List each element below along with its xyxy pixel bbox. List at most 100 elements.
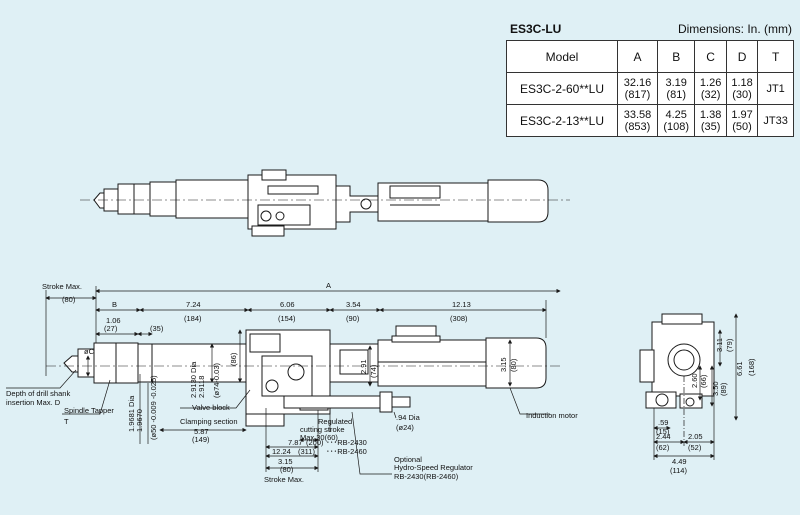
units-caption: Dimensions: In. (mm) bbox=[677, 22, 792, 36]
cell-t: JT33 bbox=[757, 104, 794, 137]
cell-b: 4.25(108) bbox=[656, 104, 696, 137]
dim-86-mm: (86) bbox=[229, 352, 238, 366]
dim-184-mm: (184) bbox=[184, 314, 202, 323]
cell-a: 33.58(853) bbox=[617, 104, 658, 137]
dim-200-mm: (200) bbox=[306, 438, 324, 447]
end-view-labels: 3.11 (79) 6.61 (168) 2.60 (66) 3.50 (89)… bbox=[656, 338, 756, 475]
dim-74-mm: (74) bbox=[369, 364, 378, 378]
table-header-row: Model A B C D T bbox=[506, 40, 794, 73]
cell-a: 32.16(817) bbox=[617, 72, 658, 105]
dim-2913-dia: 2.9130 Dia bbox=[189, 361, 198, 398]
dim-661: 6.61 bbox=[735, 361, 744, 376]
tag-rb2430: ･･･RB-2430 bbox=[326, 438, 367, 447]
cell-model: ES3C-2-60**LU bbox=[506, 72, 618, 105]
dim-phi50: (ø50 -0.009 -0.025) bbox=[149, 375, 158, 440]
dim-587: 5.87 bbox=[194, 427, 209, 436]
dim-52-mm: (52) bbox=[688, 443, 702, 452]
dim-1224: 12.24 bbox=[272, 447, 291, 456]
dim-89-mm: (89) bbox=[719, 382, 728, 396]
dim-80-mm: (80) bbox=[509, 358, 518, 372]
label-depth-max: insertion Max. D bbox=[6, 398, 61, 407]
col-header-t: T bbox=[757, 40, 794, 73]
col-header-d: D bbox=[725, 40, 759, 73]
table-row: ES3C-2-13**LU 33.58(853) 4.25(108) 1.38(… bbox=[506, 104, 794, 137]
dim-149-mm: (149) bbox=[192, 435, 210, 444]
dim-311: 3.11 bbox=[715, 338, 724, 352]
dim-350: 3.50 bbox=[711, 381, 720, 396]
label-valve-block: Valve block bbox=[192, 403, 230, 412]
end-view-unit bbox=[639, 313, 715, 409]
dim-311-mm: (311) bbox=[298, 447, 315, 456]
dim-449: 4.49 bbox=[672, 457, 687, 466]
dim-787: 7.87 bbox=[288, 438, 303, 447]
dim-114-mm: (114) bbox=[670, 466, 687, 475]
tag-rb2460: ･･･RB-2460 bbox=[326, 447, 367, 456]
cell-model: ES3C-2-13**LU bbox=[506, 104, 618, 137]
label-cutting-max: Max.30(60) bbox=[300, 433, 338, 442]
cell-d: 1.18(30) bbox=[725, 72, 759, 105]
dim-phi74: (ø74-0.03) bbox=[212, 362, 221, 398]
label-depth-drill: Depth of drill shank bbox=[6, 389, 70, 398]
model-code-title: ES3C-LU bbox=[510, 22, 562, 36]
dim-15-mm: (15) bbox=[656, 427, 670, 436]
side-view-unit bbox=[63, 325, 547, 427]
dim-b: B bbox=[112, 300, 117, 309]
dim-24-mm: (ø24) bbox=[396, 423, 414, 432]
top-view-unit bbox=[93, 169, 549, 237]
label-regulated: Regulated bbox=[318, 417, 352, 426]
label-induction-motor: Induction motor bbox=[526, 411, 578, 420]
cell-b: 3.19(81) bbox=[656, 72, 696, 105]
label-clamping-section: Clamping section bbox=[180, 417, 238, 426]
dim-59: .59 bbox=[658, 418, 668, 427]
dim-80-mm-bottom: (80) bbox=[280, 465, 294, 474]
dim-244: 2.44 bbox=[656, 432, 671, 441]
label-optional: Optional bbox=[394, 455, 422, 464]
dim-724: 7.24 bbox=[186, 300, 201, 309]
dimensions-table: Model A B C D T ES3C-2-60**LU 32.16(817)… bbox=[506, 40, 794, 137]
label-stroke-max-bottom: Stroke Max. bbox=[264, 475, 304, 484]
cell-d: 1.97(50) bbox=[725, 104, 759, 137]
dim-a: A bbox=[326, 281, 331, 290]
label-hydro-regulator: Hydro-Speed Regulator bbox=[394, 463, 473, 472]
dim-291: 2.91 bbox=[359, 359, 368, 374]
dim-35-mm: (35) bbox=[150, 324, 164, 333]
end-view-dimension-lines bbox=[653, 313, 739, 460]
dim-stroke-max-mm: (80) bbox=[62, 295, 76, 304]
dim-1967: 1.9670 bbox=[135, 409, 144, 432]
dim-606: 6.06 bbox=[280, 300, 295, 309]
label-spindle-tapper: Spindle Tapper bbox=[64, 406, 114, 415]
dim-62-mm: (62) bbox=[656, 443, 670, 452]
side-view-labels: Stroke Max. (80) A B 7.24 (184) 6.06 (15… bbox=[6, 281, 578, 484]
cell-c: 1.26(32) bbox=[694, 72, 727, 105]
dim-stroke-max: Stroke Max. bbox=[42, 282, 82, 291]
dim-260: 2.60 bbox=[690, 373, 699, 388]
dim-168-mm: (168) bbox=[747, 358, 756, 376]
dim-94-dia: .94 Dia bbox=[396, 413, 421, 422]
label-rb-model: RB-2430(RB-2460) bbox=[394, 472, 459, 481]
col-header-c: C bbox=[694, 40, 727, 73]
col-header-model: Model bbox=[506, 40, 618, 73]
dim-154-mm: (154) bbox=[278, 314, 296, 323]
dim-106: 1.06 bbox=[106, 316, 121, 325]
dim-79-mm: (79) bbox=[725, 338, 734, 352]
dim-315-bottom: 3.15 bbox=[278, 457, 293, 466]
dim-90-mm: (90) bbox=[346, 314, 360, 323]
cell-c: 1.38(35) bbox=[694, 104, 727, 137]
dim-phi-c: øC bbox=[84, 347, 95, 356]
side-view-dimension-lines bbox=[6, 286, 561, 475]
dim-315: 3.15 bbox=[499, 357, 508, 372]
dim-66-mm: (66) bbox=[699, 374, 708, 388]
dim-2911: 2.9118 bbox=[197, 376, 206, 398]
dim-205: 2.05 bbox=[688, 432, 703, 441]
label-spindle-t: T bbox=[64, 417, 69, 426]
dim-1968-dia: 1.9681 Dia bbox=[127, 395, 136, 432]
cell-t: JT1 bbox=[757, 72, 794, 105]
dim-308-mm: (308) bbox=[450, 314, 468, 323]
dim-27-mm: (27) bbox=[104, 324, 118, 333]
label-cutting-stroke: cutting stroke bbox=[300, 425, 345, 434]
dim-1213: 12.13 bbox=[452, 300, 471, 309]
table-row: ES3C-2-60**LU 32.16(817) 3.19(81) 1.26(3… bbox=[506, 72, 794, 105]
dim-354: 3.54 bbox=[346, 300, 361, 309]
